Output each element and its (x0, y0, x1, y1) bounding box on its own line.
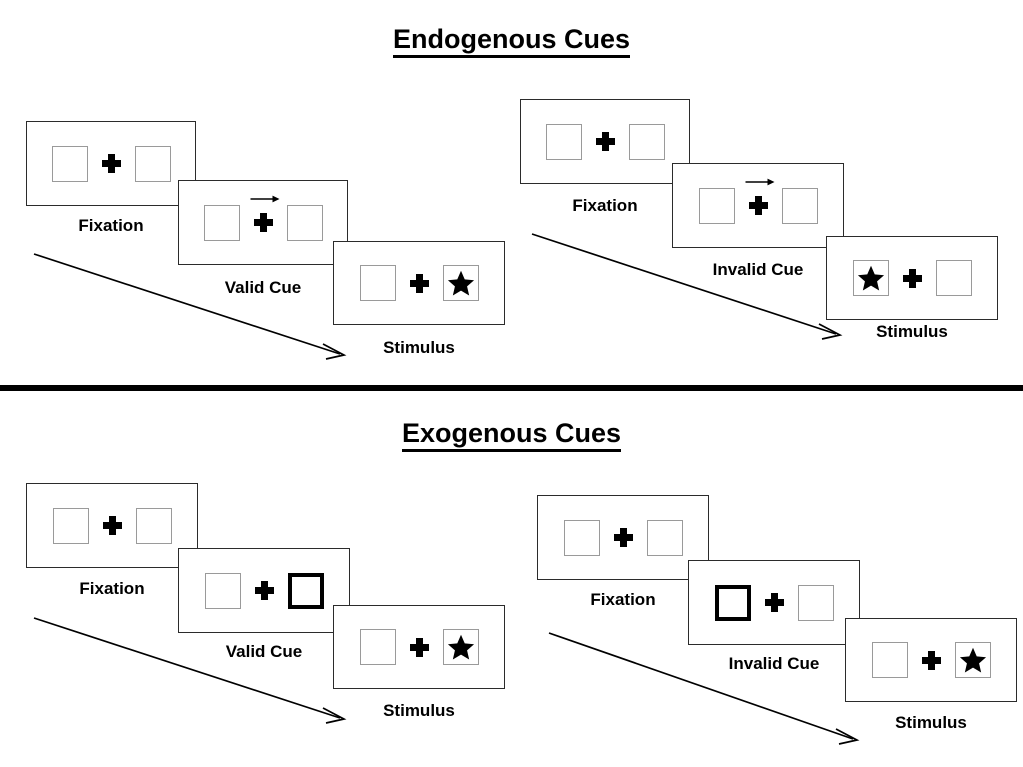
placeholder-box-left (359, 265, 396, 301)
center-cue-column (745, 178, 775, 215)
time-arrow-exogenous-valid (33, 617, 347, 724)
center-cue-column (250, 195, 280, 232)
target-box-right (442, 265, 479, 301)
frame-endogenous-valid-stimulus (333, 241, 505, 325)
section-divider (0, 385, 1023, 391)
label-endogenous-valid-fixation: Fixation (78, 216, 144, 235)
frame-exogenous-invalid-stimulus (845, 618, 1017, 702)
fixation-cross-icon (254, 581, 274, 600)
frame-endogenous-invalid-stimulus (826, 236, 998, 320)
frame-endogenous-valid-cue (178, 180, 348, 265)
time-arrow-endogenous-valid (33, 253, 347, 360)
star-target-icon (447, 634, 474, 660)
fixation-cross-icon (409, 637, 429, 657)
endogenous-title-text: Endogenous Cues (392, 24, 630, 58)
center-cue-column (254, 581, 274, 600)
fixation-cross-icon (102, 516, 122, 535)
star-target-icon (959, 647, 986, 673)
placeholder-box-left (52, 507, 89, 544)
center-cue-column (102, 516, 122, 535)
fixation-cross-icon (748, 196, 768, 215)
frame-content (545, 123, 665, 160)
time-arrow-endogenous-invalid (531, 233, 843, 340)
placeholder-box-left (204, 572, 241, 609)
frame-content (698, 178, 818, 224)
fixation-cross-icon (902, 268, 922, 288)
frame-content (359, 265, 479, 301)
frame-content (852, 260, 972, 296)
fixation-cross-icon (409, 273, 429, 293)
section-title-exogenous: Exogenous Cues (0, 418, 1023, 452)
label-exogenous-valid-cue: Valid Cue (225, 642, 303, 661)
frame-content (563, 519, 683, 556)
placeholder-box-left (545, 123, 582, 160)
label-exogenous-invalid-stimulus: Stimulus (895, 713, 967, 732)
label-endogenous-invalid-cue: Invalid Cue (712, 260, 804, 279)
placeholder-box-right (286, 204, 323, 241)
placeholder-box-right (646, 519, 683, 556)
frame-endogenous-invalid-cue (672, 163, 844, 248)
placeholder-box-right (781, 187, 818, 224)
target-box-left (852, 260, 889, 296)
arrow-right-cue-icon (745, 178, 775, 186)
placeholder-box-left (563, 519, 600, 556)
center-cue-column (764, 593, 784, 612)
star-target-icon (447, 270, 474, 296)
cued-box-right (287, 572, 324, 609)
center-cue-column (613, 528, 633, 547)
center-cue-column (595, 132, 615, 151)
center-cue-column (409, 273, 429, 293)
frame-exogenous-valid-stimulus (333, 605, 505, 689)
placeholder-box-right (797, 584, 834, 621)
frame-content (871, 642, 991, 678)
label-exogenous-invalid-fixation: Fixation (590, 590, 656, 609)
label-exogenous-invalid-cue: Invalid Cue (728, 654, 820, 673)
placeholder-box-left (871, 642, 908, 678)
placeholder-box-right (134, 145, 171, 182)
frame-exogenous-valid-cue (178, 548, 350, 633)
label-endogenous-valid-stimulus: Stimulus (383, 338, 455, 357)
frame-content (51, 145, 171, 182)
frame-exogenous-invalid-fixation (537, 495, 709, 580)
time-arrow-exogenous-invalid (548, 632, 860, 745)
frame-content (714, 584, 834, 621)
placeholder-box-left (203, 204, 240, 241)
label-endogenous-invalid-stimulus: Stimulus (876, 322, 948, 341)
placeholder-box-right (628, 123, 665, 160)
frame-exogenous-invalid-cue (688, 560, 860, 645)
fixation-cross-icon (613, 528, 633, 547)
cued-box-left (714, 584, 751, 621)
placeholder-box-right (935, 260, 972, 296)
target-box-right (442, 629, 479, 665)
center-cue-column (101, 154, 121, 173)
center-cue-column (409, 637, 429, 657)
frame-endogenous-valid-fixation (26, 121, 196, 206)
star-target-icon (857, 265, 884, 291)
frame-content (52, 507, 172, 544)
center-cue-column (902, 268, 922, 288)
frame-content (203, 195, 323, 241)
exogenous-title-text: Exogenous Cues (401, 418, 622, 452)
placeholder-box-left (698, 187, 735, 224)
fixation-cross-icon (921, 650, 941, 670)
placeholder-box-left (359, 629, 396, 665)
label-endogenous-valid-cue: Valid Cue (224, 278, 302, 297)
fixation-cross-icon (764, 593, 784, 612)
label-exogenous-valid-stimulus: Stimulus (383, 701, 455, 720)
label-exogenous-valid-fixation: Fixation (79, 579, 145, 598)
frame-endogenous-invalid-fixation (520, 99, 690, 184)
fixation-cross-icon (595, 132, 615, 151)
frame-content (359, 629, 479, 665)
placeholder-box-right (135, 507, 172, 544)
center-cue-column (921, 650, 941, 670)
fixation-cross-icon (101, 154, 121, 173)
target-box-right (954, 642, 991, 678)
fixation-cross-icon (253, 213, 273, 232)
frame-exogenous-valid-fixation (26, 483, 198, 568)
frame-content (204, 572, 324, 609)
arrow-right-cue-icon (250, 195, 280, 203)
label-endogenous-invalid-fixation: Fixation (572, 196, 638, 215)
placeholder-box-left (51, 145, 88, 182)
section-title-endogenous: Endogenous Cues (0, 24, 1023, 58)
